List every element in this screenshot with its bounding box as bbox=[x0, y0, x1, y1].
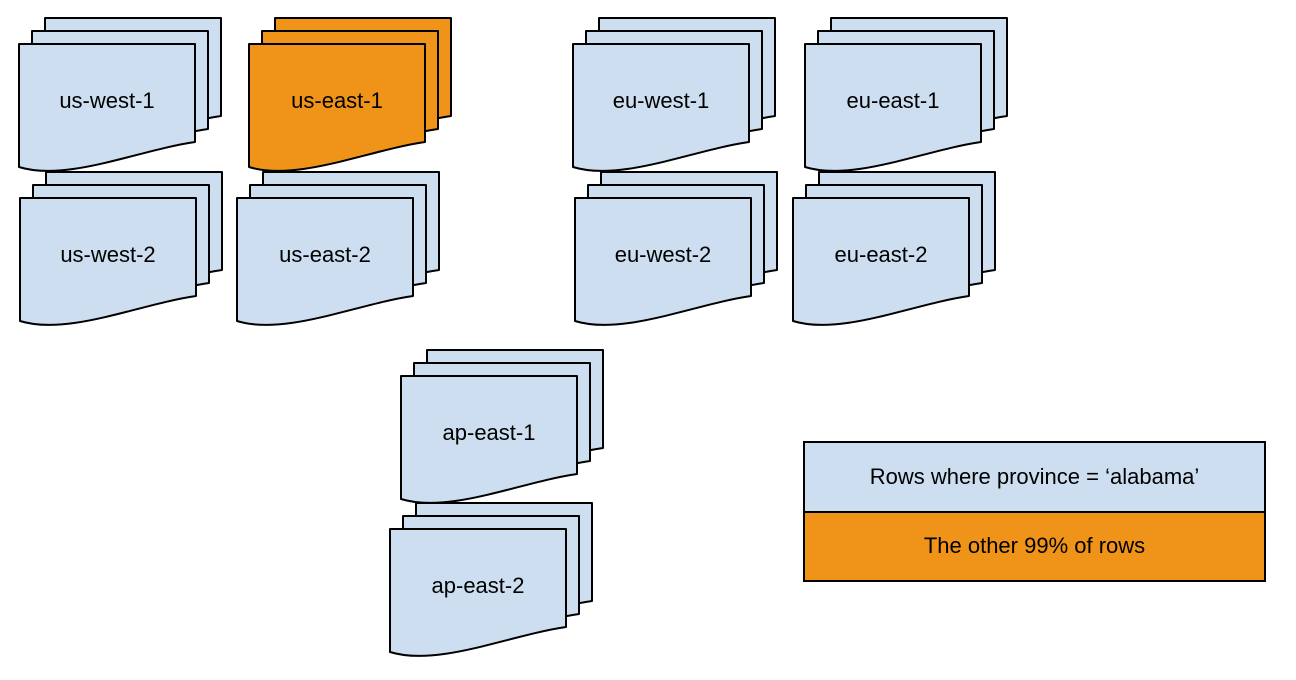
region-stack-us-west-1: us-west-1 bbox=[18, 17, 222, 172]
document-stack-icon bbox=[792, 171, 996, 326]
region-label: ap-east-1 bbox=[442, 420, 536, 445]
region-stack-eu-west-1: eu-west-1 bbox=[572, 17, 776, 172]
region-stack-eu-east-1: eu-east-1 bbox=[804, 17, 1008, 172]
region-label: us-west-1 bbox=[59, 88, 155, 113]
region-stack-eu-east-2: eu-east-2 bbox=[792, 171, 996, 326]
legend-label: Rows where province = ‘alabama’ bbox=[869, 463, 1200, 489]
legend-item-other-rows: The other 99% of rows bbox=[805, 510, 1264, 580]
region-stack-ap-east-1: ap-east-1 bbox=[400, 349, 604, 504]
region-label: eu-west-2 bbox=[614, 242, 712, 267]
document-stack-icon bbox=[400, 349, 604, 504]
legend-item-alabama-rows: Rows where province = ‘alabama’ bbox=[805, 443, 1264, 511]
document-stack-icon bbox=[574, 171, 778, 326]
document-stack-icon bbox=[18, 17, 222, 172]
region-label: us-east-2 bbox=[279, 242, 371, 267]
region-label: ap-east-2 bbox=[431, 573, 525, 598]
region-label: eu-west-1 bbox=[612, 88, 710, 113]
region-stack-eu-west-2: eu-west-2 bbox=[574, 171, 778, 326]
region-label: us-east-1 bbox=[291, 88, 383, 113]
document-stack-icon bbox=[19, 171, 223, 326]
legend: Rows where province = ‘alabama’ The othe… bbox=[803, 441, 1266, 582]
region-stack-us-east-1: us-east-1 bbox=[248, 17, 452, 172]
region-label: eu-east-2 bbox=[834, 242, 928, 267]
region-label: eu-east-1 bbox=[846, 88, 940, 113]
document-stack-icon bbox=[248, 17, 452, 172]
region-label: us-west-2 bbox=[60, 242, 156, 267]
document-stack-icon bbox=[804, 17, 1008, 172]
document-stack-icon bbox=[389, 502, 593, 657]
document-stack-icon bbox=[236, 171, 440, 326]
region-stack-ap-east-2: ap-east-2 bbox=[389, 502, 593, 657]
document-stack-icon bbox=[572, 17, 776, 172]
region-stack-us-east-2: us-east-2 bbox=[236, 171, 440, 326]
region-stack-us-west-2: us-west-2 bbox=[19, 171, 223, 326]
legend-label: The other 99% of rows bbox=[923, 533, 1146, 559]
